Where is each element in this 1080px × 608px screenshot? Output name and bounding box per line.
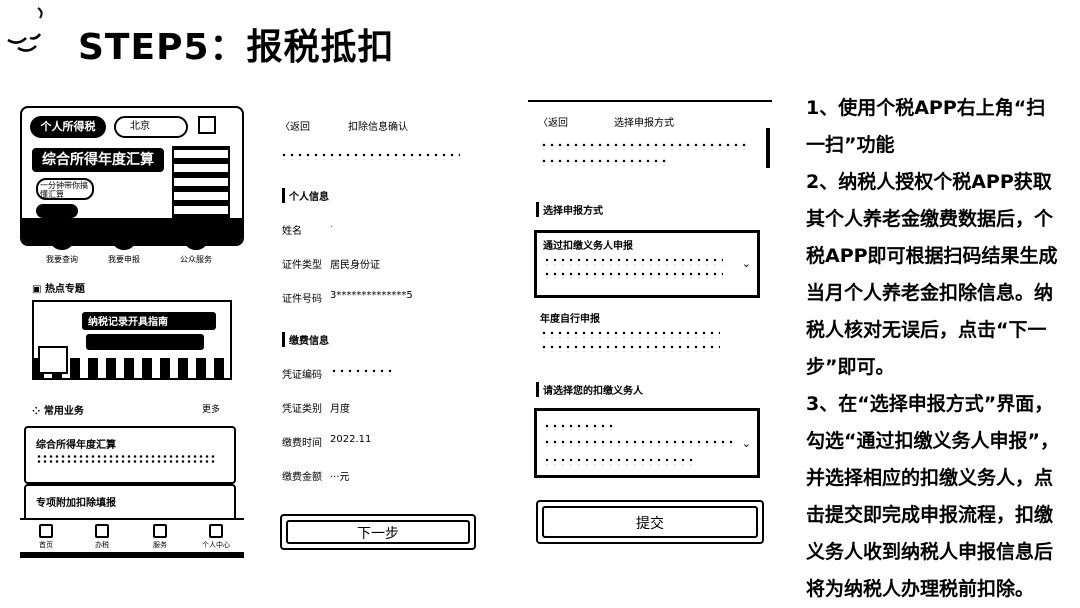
banner-hero-text: 综合所得年度汇算 [32, 148, 164, 172]
section-filing-method: 选择申报方式 [536, 202, 603, 217]
option2-description [540, 330, 720, 338]
card-title: 专项附加扣除填报 [36, 498, 116, 509]
home-icon [39, 524, 53, 538]
chevron-down-icon: ⌄ [741, 257, 751, 270]
phone-screen-filing-method: 〈返回 选择申报方式 选择申报方式 通过扣缴义务人申报 ⌄ 年度自行申报 请选择… [528, 100, 772, 556]
instruction-step-3: 3、在“选择申报方式”界面，勾选“通过扣缴义务人申报”，并选择相应的扣缴义务人，… [806, 393, 1059, 600]
voucher-no-value [330, 368, 396, 376]
section-select-withholder: 请选择您的扣缴义务人 [536, 382, 643, 397]
tab-tax[interactable]: 办税 [82, 524, 122, 550]
section-payment-info: 缴费信息 [282, 332, 329, 347]
option-self-filing[interactable]: 年度自行申报 [534, 306, 760, 366]
screen-title: 选择申报方式 [614, 118, 674, 129]
section-personal-info: 个人信息 [282, 188, 329, 203]
quick-link-label: 我要查询 [46, 255, 78, 264]
bottom-tab-bar: 首页 办税 服务 个人中心 [20, 518, 244, 554]
quick-link-query[interactable]: 我要查询 [36, 224, 88, 265]
app-brand: 个人所得税 [30, 116, 106, 138]
promo-bar [82, 312, 216, 330]
promo-text: 纳税记录开具指南 [88, 317, 168, 328]
home-indicator [20, 552, 244, 558]
promo-illustration [38, 346, 68, 374]
service-card-annual-filing[interactable]: 综合所得年度汇算 [24, 426, 236, 484]
quick-link-public-service[interactable]: 公众服务 [170, 224, 222, 265]
withholder-detail [543, 457, 693, 465]
heart-icon [153, 524, 167, 538]
banner-cta-button[interactable] [36, 204, 78, 218]
tab-home[interactable]: 首页 [26, 524, 66, 550]
quick-link-label: 公众服务 [180, 255, 212, 264]
option2-title: 年度自行申报 [540, 314, 600, 325]
option1-title: 通过扣缴义务人申报 [543, 241, 633, 252]
notice-text [280, 152, 460, 160]
scrollbar[interactable] [766, 128, 770, 168]
withholder-detail [543, 439, 733, 447]
withholder-select[interactable]: ⌄ [534, 408, 760, 478]
voucher-type-label: 凭证类别 [282, 404, 322, 415]
voucher-no-label: 凭证编码 [282, 370, 322, 381]
name-value: · [330, 222, 334, 233]
notice-text [540, 142, 750, 150]
back-button[interactable]: 〈返回 [280, 122, 310, 133]
payment-amount-value: ···元 [330, 472, 350, 483]
instruction-step-1: 1、使用个税APP右上角“扫一扫”功能 [806, 97, 1046, 156]
query-icon [49, 224, 75, 250]
common-services-heading: ⁘ 常用业务 [32, 406, 84, 417]
banner-illustration [172, 146, 230, 222]
quick-link-declare[interactable]: 我要申报 [98, 224, 150, 265]
button-frame [542, 506, 758, 538]
screen-title: 扣除信息确认 [348, 122, 408, 133]
user-icon [209, 524, 223, 538]
banner-subtext: 一分钟带你搞懂汇算 [36, 178, 94, 200]
option1-description [543, 257, 723, 265]
submit-label: 提交 [636, 516, 664, 532]
submit-button[interactable]: 提交 [536, 500, 764, 544]
card-title: 综合所得年度汇算 [36, 440, 116, 451]
quick-link-label: 我要申报 [108, 255, 140, 264]
declare-icon [111, 224, 137, 250]
payment-amount-label: 缴费金额 [282, 472, 322, 483]
promo-bar [86, 334, 204, 350]
hot-topic-promo[interactable]: 纳税记录开具指南 [32, 300, 232, 380]
tab-service[interactable]: 服务 [140, 524, 180, 550]
more-link[interactable]: 更多 [202, 405, 221, 415]
scan-icon[interactable] [198, 116, 216, 134]
public-service-icon [183, 224, 209, 250]
next-step-label: 下一步 [357, 526, 399, 542]
page-title: STEP5：报税抵扣 [78, 27, 395, 68]
promo-illustration [34, 358, 230, 378]
back-button[interactable]: 〈返回 [538, 118, 568, 129]
id-type-label: 证件类型 [282, 260, 322, 271]
document-icon [95, 524, 109, 538]
id-number-value: 3**************5 [330, 290, 413, 301]
status-bar-line [528, 100, 772, 102]
option-withholding-agent[interactable]: 通过扣缴义务人申报 ⌄ [534, 230, 760, 298]
instruction-step-2: 2、纳税人授权个税APP获取其个人养老金缴费数据后，个税APP即可根据扫码结果生… [806, 171, 1058, 378]
name-label: 姓名 [282, 226, 302, 237]
payment-time-value: 2022.11 [330, 434, 372, 445]
button-frame [286, 520, 470, 544]
logo-swirl-icon [7, 7, 43, 52]
payment-time-label: 缴费时间 [282, 438, 322, 449]
card-description [36, 454, 216, 464]
option1-description [543, 271, 723, 279]
id-type-value: 居民身份证 [330, 260, 380, 271]
next-step-button[interactable]: 下一步 [280, 514, 476, 550]
id-number-label: 证件号码 [282, 294, 322, 305]
chevron-down-icon: ⌄ [741, 437, 751, 450]
phone-screen-deduction-confirm: 〈返回 扣除信息确认 个人信息 姓名 · 证件类型 居民身份证 证件号码 3**… [270, 104, 490, 558]
withholder-name [543, 423, 613, 431]
voucher-type-value: 月度 [330, 404, 350, 415]
location-selector[interactable]: 北京 [114, 116, 188, 138]
hot-topics-heading: ▣ 热点专题 [32, 284, 85, 295]
tab-profile[interactable]: 个人中心 [196, 524, 236, 550]
instructions-text: 1、使用个税APP右上角“扫一扫”功能 2、纳税人授权个税APP获取其个人养老金… [806, 90, 1062, 608]
notice-text [540, 158, 670, 166]
home-banner[interactable]: 个人所得税 北京 综合所得年度汇算 一分钟带你搞懂汇算 [20, 106, 244, 246]
option2-description [540, 344, 720, 352]
phone-screen-home: 个人所得税 北京 综合所得年度汇算 一分钟带你搞懂汇算 我要查询 我要申报 公众… [20, 104, 244, 558]
